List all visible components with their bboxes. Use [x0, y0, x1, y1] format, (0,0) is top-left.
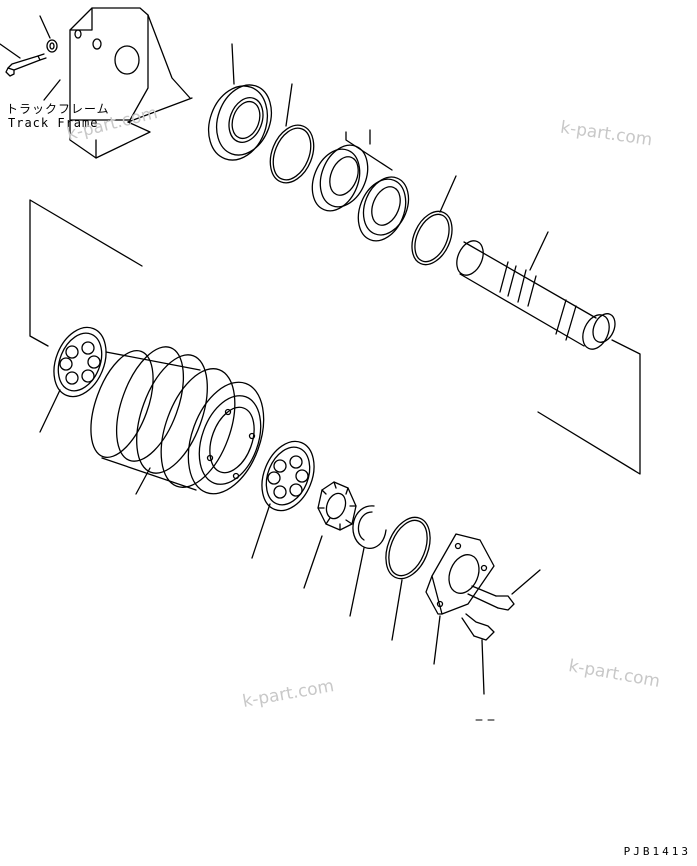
drawing-code: PJB1413 — [623, 845, 691, 858]
leader-cover — [433, 615, 441, 665]
bearing-right — [261, 440, 315, 512]
frame-bolt — [5, 53, 47, 77]
assembly-line-right — [537, 339, 641, 475]
leader-frame-bolt — [0, 43, 21, 59]
track-frame-label-jp: トラックフレーム — [6, 102, 110, 116]
track-roller — [90, 346, 265, 495]
leader-track-frame — [43, 79, 61, 101]
leader-bearing-right — [251, 503, 271, 559]
o-ring-1 — [269, 124, 315, 184]
cover-bolt-2 — [461, 613, 495, 641]
lock-nut — [317, 481, 357, 531]
floating-seal-outer — [208, 84, 273, 161]
leader-frame-washer — [39, 15, 51, 39]
track-frame-label-en: Track Frame — [8, 116, 99, 130]
assembly-line-top — [29, 199, 143, 347]
leader-seal — [231, 43, 235, 85]
leader-o-ring-3 — [391, 579, 403, 641]
track-frame-bracket — [69, 7, 193, 159]
leader-o-ring-1 — [285, 83, 293, 127]
bearing-left — [53, 326, 107, 398]
frame-washer — [46, 39, 58, 53]
leader-lock-nut — [303, 535, 323, 589]
end-cover — [425, 533, 495, 615]
leader-shaft — [529, 231, 549, 271]
cover-bolt-1 — [467, 585, 515, 611]
leader-roller — [135, 467, 151, 495]
leader-snap-ring — [349, 547, 365, 617]
seal-set-a — [311, 144, 369, 212]
roller-shaft — [456, 240, 616, 350]
leader-cover-bolt-1 — [511, 569, 541, 595]
seal-set-b — [357, 176, 410, 242]
leader-bearing-left — [39, 389, 61, 433]
o-ring-3 — [385, 516, 431, 580]
leader-seal-set — [345, 129, 393, 171]
snap-ring — [352, 505, 387, 549]
leader-cover-bolt-2 — [481, 639, 485, 695]
leader-o-ring-2 — [439, 175, 457, 213]
o-ring-2 — [411, 210, 453, 266]
